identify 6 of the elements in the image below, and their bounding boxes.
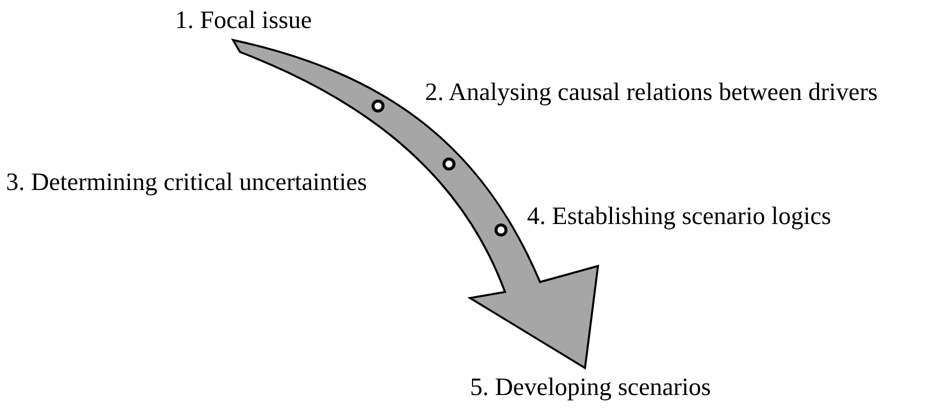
step-label: 2. Analysing causal relations between drivers	[425, 78, 878, 108]
step-label: 5. Developing scenarios	[470, 373, 711, 403]
curved-arrow	[232, 39, 599, 369]
step-label: 3. Determining critical uncertainties	[6, 168, 367, 198]
step-label: 1. Focal issue	[175, 6, 312, 36]
step-label: 4. Establishing scenario logics	[527, 202, 832, 232]
